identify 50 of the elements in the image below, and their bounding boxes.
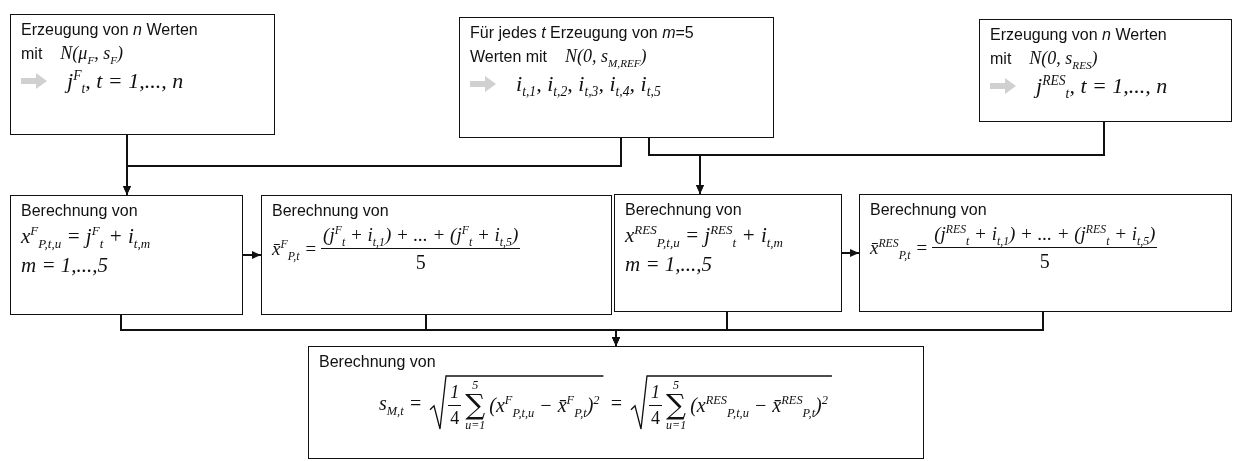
- step-title: Erzeugung von n Werten: [990, 26, 1168, 44]
- formula: i$_{t,1}$, i$_{t,2}$, i$_{t,3}$, i$_{t,4}$, i$_{t,5}$: [516, 71, 661, 97]
- process-box: [10, 14, 275, 135]
- fraction-denominator: 5: [1038, 249, 1051, 273]
- arrow: [242, 251, 262, 259]
- process-box: [308, 346, 924, 459]
- step-title: Berechnung von: [319, 353, 437, 371]
- step-title: Erzeugung von n Werten: [21, 21, 199, 39]
- step-title: Berechnung von: [272, 202, 390, 220]
- fraction-numerator: 1: [448, 381, 462, 406]
- formula: x̄$^{F}$$_{P,t}$ =: [272, 238, 318, 260]
- sum-lower-limit: u=1: [666, 419, 687, 431]
- step-title: Berechnung von: [21, 202, 139, 220]
- text-label: Werten mit: [470, 47, 548, 66]
- formula: N(0, s$_{M,REF}$): [565, 46, 647, 67]
- fraction-numerator: (j$^{F}$$_{t}$ + i$_{t,1}$) + ... + (j$^{F}$$_{t}$ + i$_{t,5}$): [321, 224, 521, 249]
- text-label: mit: [21, 44, 43, 63]
- fraction-denominator: 5: [414, 250, 427, 274]
- fraction-numerator: 1: [649, 381, 663, 406]
- process-box: [261, 195, 612, 315]
- formula: x$^{F}$$_{P,t,u}$ = j$^{F}$$_{t}$ + i$_{t,m}$: [21, 224, 152, 249]
- fraction-denominator: 4: [650, 406, 662, 429]
- arrow: [696, 121, 1105, 195]
- formula: x̄$^{RES}$$_{P,t}$ =: [870, 237, 929, 259]
- formula: (x$^{RES}$$_{P,t,u}$ − x̄$^{RES}$$_{P,t}$)$^{2}$: [690, 393, 828, 417]
- formula: m = 1,...,5: [21, 253, 110, 278]
- text-label: mit: [990, 49, 1012, 68]
- sum-lower-limit: u=1: [465, 419, 486, 431]
- process-box: [614, 194, 842, 312]
- formula: N(μ$_{F}$, s$_{F}$): [60, 43, 124, 64]
- process-box: [979, 19, 1232, 122]
- arrow: [123, 137, 622, 196]
- formula: N(0, s$_{RES}$): [1029, 48, 1098, 69]
- process-box: [10, 195, 243, 315]
- step-title: Berechnung von: [870, 201, 988, 219]
- fraction-numerator: (j$^{RES}$$_{t}$ + i$_{t,1}$) + ... + (j$^{RES}$$_{t}$ + i$_{t,5}$): [932, 223, 1158, 248]
- sum-upper-limit: 5: [673, 379, 680, 391]
- formula: m = 1,...,5: [625, 252, 714, 277]
- formula: x$^{RES}$$_{P,t,u}$ = j$^{RES}$$_{t}$ + i$_{t,m}$: [625, 223, 784, 248]
- arrow: [612, 311, 1044, 347]
- process-box: [459, 17, 774, 138]
- formula: s$_{M,t}$ =: [379, 391, 423, 415]
- fraction-denominator: 4: [449, 406, 461, 429]
- step-title: Für jedes t Erzeugung von m=5: [470, 24, 695, 42]
- step-title: Berechnung von: [625, 201, 743, 219]
- arrow: [841, 249, 860, 257]
- process-box: [859, 194, 1232, 312]
- formula: (x$^{F}$$_{P,t,u}$ − x̄$^{F}$$_{P,t}$)$^{2}$: [489, 393, 600, 417]
- sum-upper-limit: 5: [472, 379, 479, 391]
- formula: =: [609, 391, 624, 415]
